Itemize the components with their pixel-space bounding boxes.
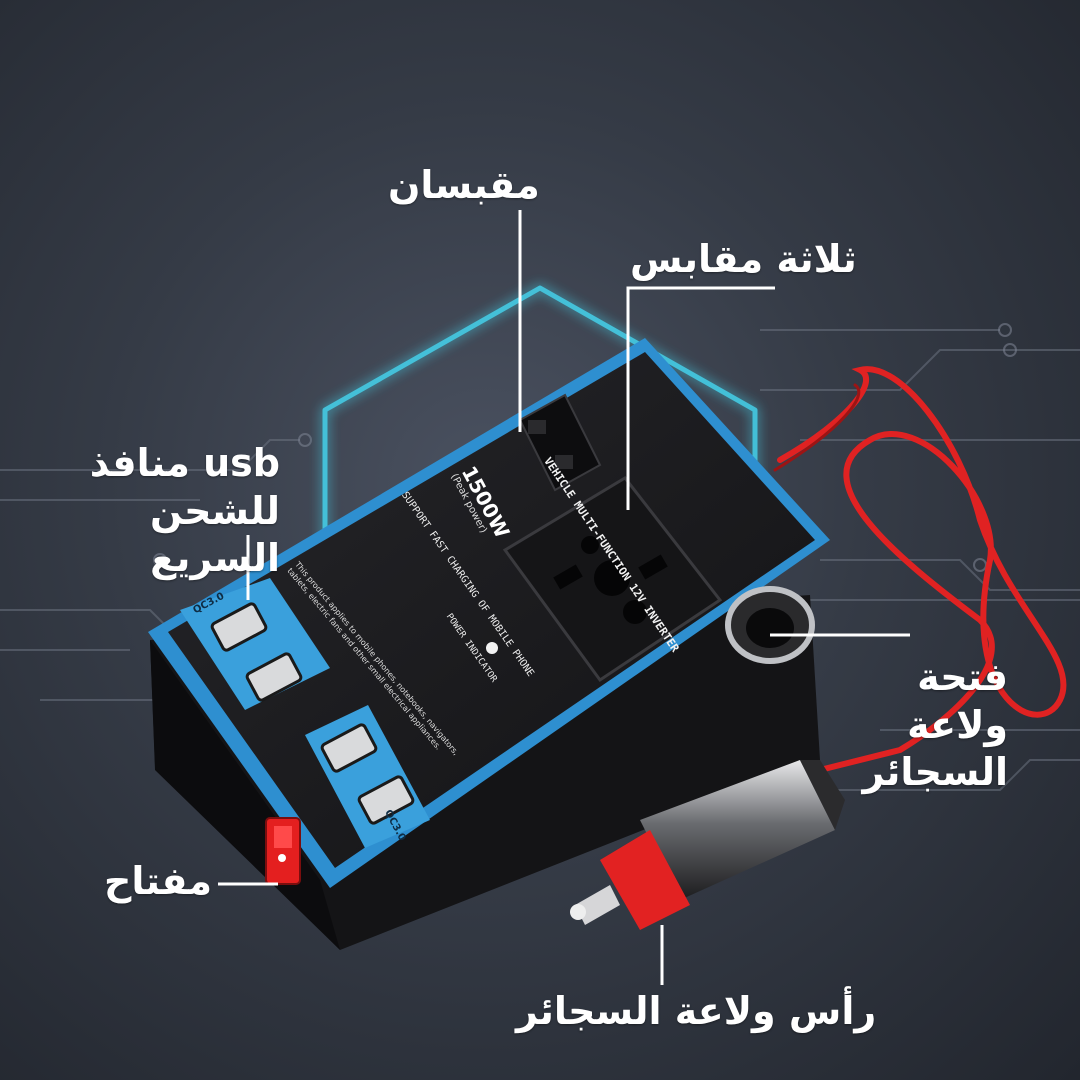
label-usb-line2: للشحن السريع [149, 488, 280, 581]
lighter-socket [725, 586, 815, 664]
label-two-sockets: مقبسان [388, 163, 540, 207]
power-cable [773, 366, 1067, 773]
two-pin-socket [518, 393, 602, 492]
label-switch: مفتاح [104, 859, 213, 903]
power-indicator-light [486, 642, 498, 654]
label-lighter-socket-line2: السجائر [862, 750, 1008, 794]
label-three-sockets: ثلاثة مقابس [630, 237, 857, 281]
rocker-switch [265, 817, 301, 885]
lighter-plug [570, 760, 845, 930]
leader-lines [218, 210, 910, 985]
universal-socket [502, 476, 723, 683]
label-lighter-plug: رأس ولاعة السجائر [516, 989, 877, 1033]
usb-ports [210, 602, 415, 825]
label-lighter-socket: فتحة ولاعة السجائر [808, 654, 1008, 797]
label-lighter-socket-line1: فتحة ولاعة [907, 655, 1008, 747]
label-usb-line1: منافذ usb [89, 441, 280, 485]
label-usb-ports: منافذ usb للشحن السريع [18, 440, 280, 583]
